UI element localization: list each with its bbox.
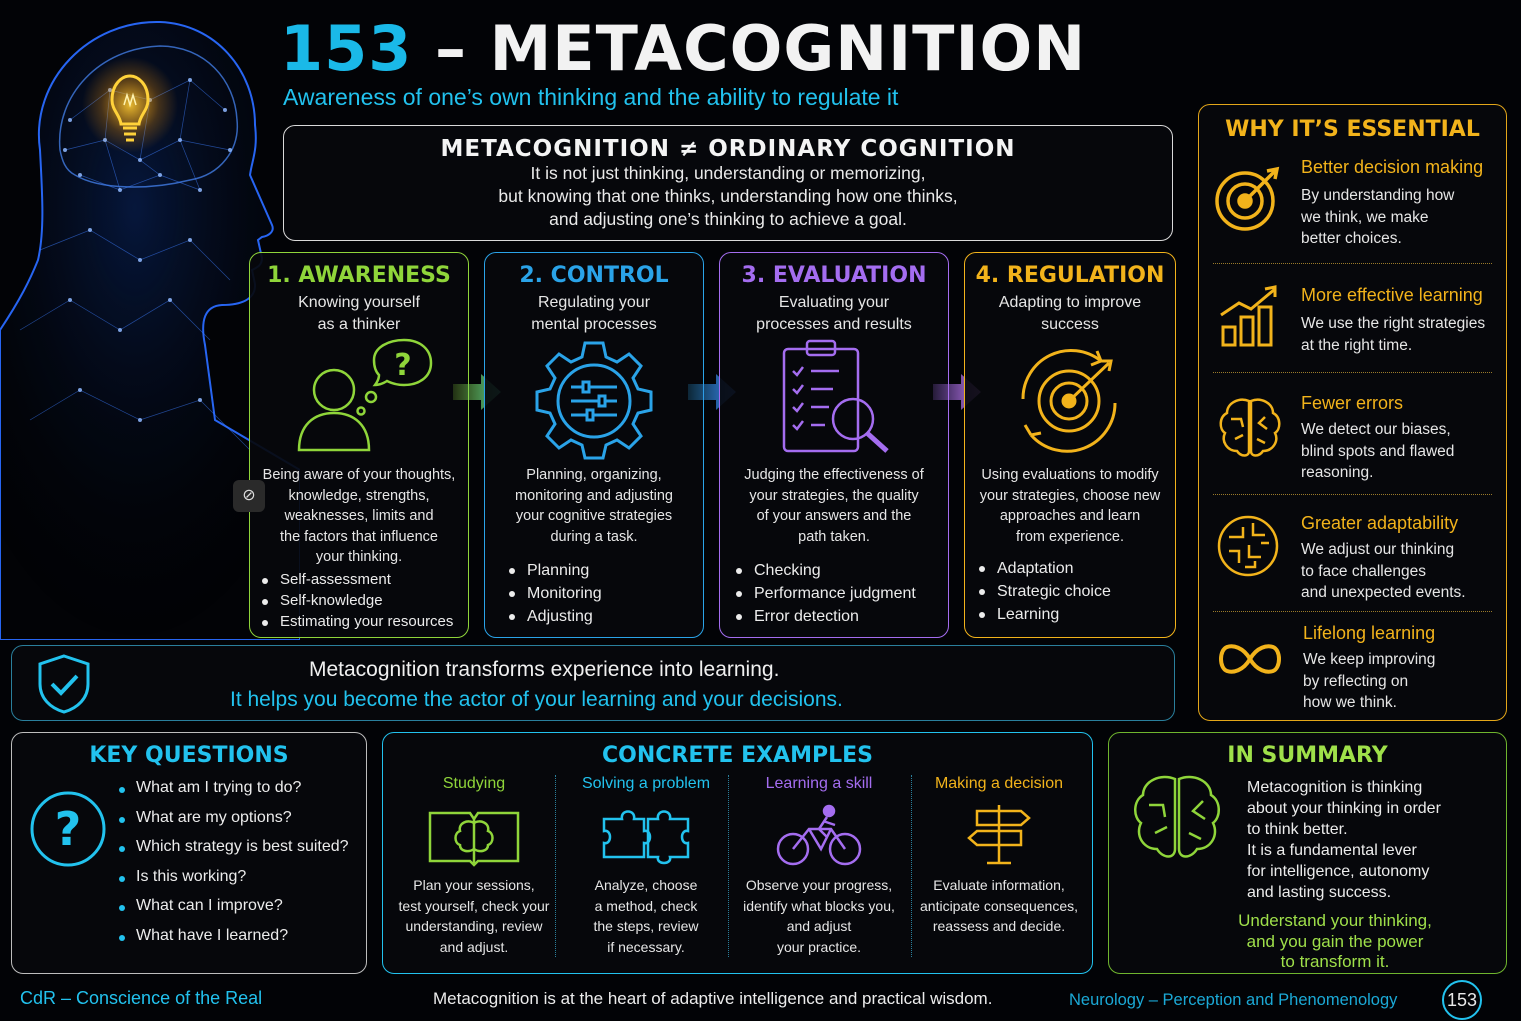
why-heading: WHY IT’S ESSENTIAL (1225, 117, 1480, 142)
step-description: Being aware of your thoughts,knowledge, … (262, 467, 456, 565)
example-learning-skill: Learning a skill Observe your progress,i… (743, 775, 895, 955)
list-item: Self-assessment (260, 569, 462, 590)
distinction-heading: METACOGNITION ≠ ORDINARY COGNITION (440, 136, 1016, 162)
key-questions-panel: KEY QUESTIONS ? What am I trying to do? … (11, 732, 367, 974)
divider (1213, 372, 1492, 373)
concrete-examples-panel: CONCRETE EXAMPLES Studying Plan your ses… (382, 732, 1093, 974)
divider (1213, 263, 1492, 264)
distinction-box: METACOGNITION ≠ ORDINARY COGNITION It is… (283, 125, 1173, 241)
step-title: 3. EVALUATION (741, 263, 927, 288)
footer-tagline: Metacognition is at the heart of adaptiv… (433, 989, 993, 1008)
step-title: 4. REGULATION (975, 263, 1165, 288)
transform-line-2: It helps you become the actor of your le… (230, 688, 843, 711)
summary-conclusion: Understand your thinking,and you gain th… (1238, 911, 1432, 971)
list-item: Adaptation (977, 557, 1169, 580)
list-item: Performance judgment (734, 582, 942, 605)
person-question-icon: ? (297, 338, 433, 452)
key-questions-heading: KEY QUESTIONS (89, 743, 289, 768)
list-item: Which strategy is best suited? (117, 838, 349, 868)
transform-banner: Metacognition transforms experience into… (11, 645, 1175, 721)
svg-text:?: ? (55, 802, 82, 856)
distinction-line: It is not just thinking, understanding o… (530, 163, 926, 183)
list-item: Learning (977, 603, 1169, 626)
step-bullets: Self-assessment Self-knowledge Estimatin… (260, 569, 462, 632)
distinction-line: but knowing that one thinks, understandi… (498, 186, 958, 206)
list-item: What are my options? (117, 809, 349, 839)
step-bullets: Checking Performance judgment Error dete… (734, 559, 942, 628)
footer-brand: CdR – Conscience of the Real (20, 988, 263, 1008)
page-subtitle: Awareness of one’s own thinking and the … (283, 84, 899, 110)
footer-category: Neurology – Perception and Phenomenology (1069, 991, 1398, 1009)
checklist-magnifier-icon (782, 339, 889, 453)
step-title: 1. AWARENESS (267, 263, 451, 288)
step-bullets: Planning Monitoring Adjusting (507, 559, 697, 628)
infinity-icon (1219, 644, 1281, 674)
step-description: Planning, organizing,monitoring and adju… (515, 467, 673, 545)
page-number-badge: 153 (1442, 980, 1482, 1020)
target-icon (1215, 166, 1280, 231)
divider (555, 775, 556, 957)
list-item: Planning (507, 559, 697, 582)
key-questions-list: What am I trying to do? What are my opti… (117, 779, 349, 956)
question-circle-icon: ? (30, 791, 106, 867)
brain-icon (1134, 775, 1220, 858)
overlay-toggle-button[interactable]: ⊘ (233, 480, 265, 512)
list-item: Is this working? (117, 868, 349, 898)
divider (1213, 611, 1492, 612)
why-essential-panel: WHY IT’S ESSENTIAL Better decision makin… (1198, 104, 1507, 721)
divider (911, 775, 912, 957)
puzzle-icon (602, 810, 690, 865)
page-title: 153 – METACOGNITION (280, 12, 1087, 85)
svg-text:?: ? (394, 348, 411, 383)
step-title: 2. CONTROL (519, 263, 669, 288)
brain-icon (1219, 398, 1281, 457)
list-item: What am I trying to do? (117, 779, 349, 809)
title-number: 153 (280, 12, 413, 85)
book-brain-icon (428, 811, 520, 867)
summary-heading: IN SUMMARY (1227, 743, 1388, 768)
distinction-line: and adjusting one’s thinking to achieve … (549, 209, 907, 229)
list-item: What can I improve? (117, 897, 349, 927)
list-item: Estimating your resources (260, 611, 462, 632)
target-cycle-icon (1021, 349, 1117, 453)
shield-check-icon (38, 654, 90, 714)
list-item: Checking (734, 559, 942, 582)
maze-icon (1217, 515, 1279, 577)
divider (1213, 494, 1492, 495)
cyclist-icon (776, 804, 862, 866)
list-item: Self-knowledge (260, 590, 462, 611)
examples-heading: CONCRETE EXAMPLES (602, 743, 873, 768)
list-item: Error detection (734, 605, 942, 628)
title-text: METACOGNITION (489, 12, 1087, 85)
example-studying: Studying Plan your sessions,test yoursel… (398, 775, 550, 955)
list-item: Strategic choice (977, 580, 1169, 603)
list-item: Adjusting (507, 605, 697, 628)
list-item: Monitoring (507, 582, 697, 605)
growth-chart-icon (1220, 285, 1277, 347)
list-item: What have I learned? (117, 927, 349, 957)
example-making-decision: Making a decision Evaluate information,a… (920, 775, 1078, 934)
transform-line-1: Metacognition transforms experience into… (309, 658, 780, 681)
signpost-icon (967, 805, 1031, 865)
gear-sliders-icon (535, 341, 653, 460)
step-bullets: Adaptation Strategic choice Learning (977, 557, 1169, 626)
divider (728, 775, 729, 957)
